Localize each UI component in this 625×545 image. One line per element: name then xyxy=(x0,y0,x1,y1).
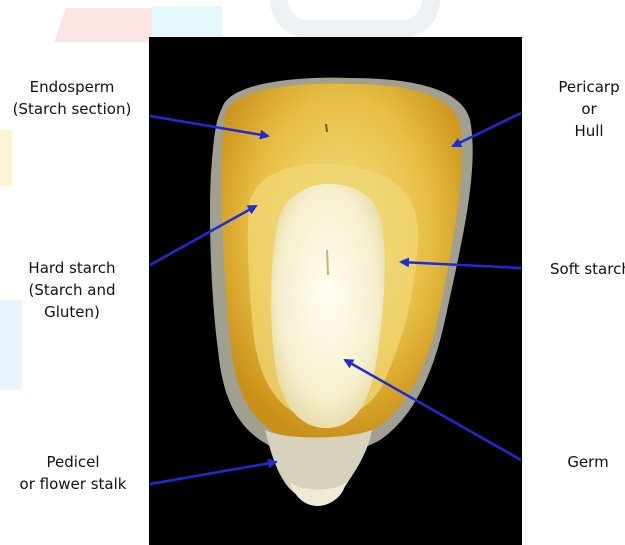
label-germ-line1: Germ xyxy=(563,451,613,473)
label-pedicel-line2: or flower stalk xyxy=(6,473,140,495)
label-hard-starch-line1: Hard starch xyxy=(12,257,132,279)
arrow-pedicel xyxy=(150,462,276,484)
label-hard-starch: Hard starch (Starch and Gluten) xyxy=(12,257,132,323)
label-endosperm-line1: Endosperm xyxy=(4,76,140,98)
label-pericarp-line1: Pericarp xyxy=(553,76,625,98)
label-hard-starch-line3: Gluten) xyxy=(12,301,132,323)
label-germ: Germ xyxy=(563,451,613,473)
label-pericarp-line3: Hull xyxy=(553,120,625,142)
label-soft-starch: Soft starch xyxy=(550,258,625,280)
label-soft-starch-line1: Soft starch xyxy=(550,258,625,280)
germ-shape xyxy=(271,184,385,428)
germ-embryo-line xyxy=(327,250,328,275)
label-pericarp: Pericarp or Hull xyxy=(553,76,625,142)
label-pericarp-line2: or xyxy=(553,98,625,120)
label-pedicel-line1: Pedicel xyxy=(6,451,140,473)
label-pedicel: Pedicel or flower stalk xyxy=(6,451,140,495)
endosperm-mark xyxy=(326,124,327,132)
label-endosperm-line2: (Starch section) xyxy=(4,98,140,120)
label-hard-starch-line2: (Starch and xyxy=(12,279,132,301)
label-endosperm: Endosperm (Starch section) xyxy=(4,76,140,120)
